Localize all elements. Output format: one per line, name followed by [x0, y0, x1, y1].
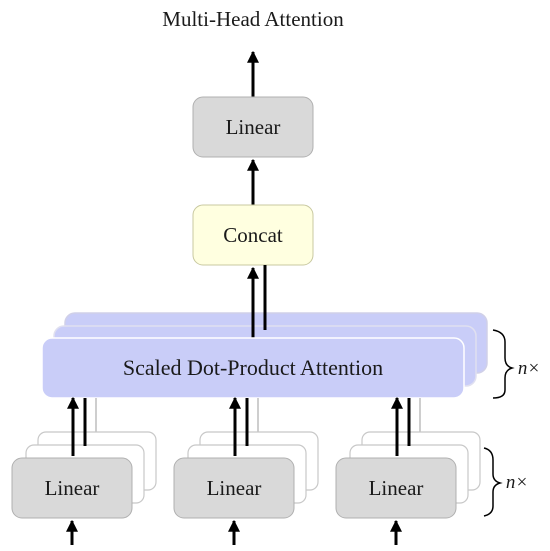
- linear-group-3: [335, 396, 481, 545]
- input-linear-label-2: Linear: [206, 475, 262, 500]
- linear-group-1: [11, 396, 157, 545]
- concat-label: Concat: [223, 222, 283, 247]
- input-repeat-label: n×: [505, 472, 529, 493]
- linear-repeat-brace: [483, 447, 503, 517]
- diagram-title: Multi-Head Attention: [162, 6, 344, 31]
- top-linear-box: [192, 96, 314, 158]
- input-linear-label-1: Linear: [44, 475, 100, 500]
- attention-label: Scaled Dot-Product Attention: [122, 355, 384, 380]
- attention-repeat-brace: [492, 329, 515, 399]
- top-linear-label: Linear: [225, 114, 281, 139]
- concat-box: [192, 204, 314, 266]
- attention-repeat-label: n×: [517, 358, 541, 379]
- input-linear-label-3: Linear: [368, 475, 424, 500]
- attention-box-front: [41, 337, 465, 399]
- linear-group-2: [173, 396, 319, 545]
